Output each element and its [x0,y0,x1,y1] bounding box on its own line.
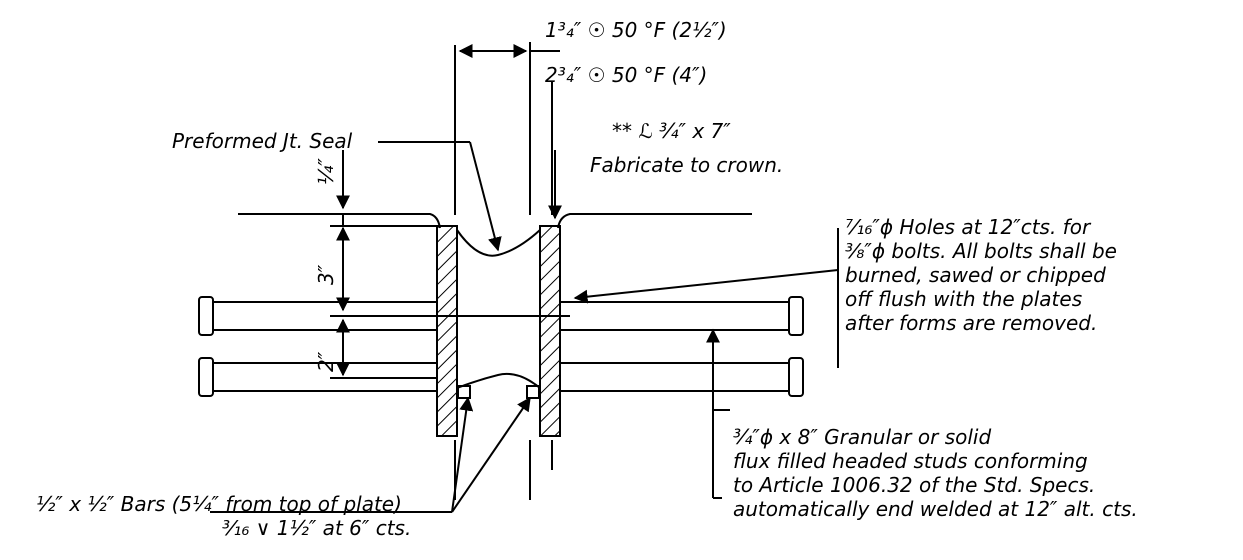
seal-label: Preformed Jt. Seal [172,129,353,153]
steel-plate-right [539,225,561,437]
studs-note-line: flux filled headed studs conforming [733,449,1088,473]
bars-leader [451,396,474,513]
dim-2in-label: 2″ [314,351,338,372]
stud-head-left-top [198,296,214,336]
studs-note-line: to Article 1006.32 of the Std. Specs. [733,473,1096,497]
bars-note-line: ³⁄₁₆ ∨ 1½″ at 6″ cts. [222,516,412,540]
bars-note: ½″ x ½″ Bars (5¼″ from top of plate) ³⁄₁… [36,492,411,540]
studs-note-line: ¾″ϕ x 8″ Granular or solid [733,425,992,449]
stud-head-right-top [788,296,804,336]
stud-head-left-bottom [198,357,214,397]
bar-right [526,385,540,399]
holes-note: ⁷⁄₁₆″ϕ Holes at 12″cts. for ³⁄₈″ϕ bolts.… [845,215,1117,335]
plate-label-1: ** ℒ ¾″ x 7″ [612,119,731,143]
opening-dim-a: 1³₄″ ☉ 50 °F (2½″) [545,18,727,42]
studs-note-line: automatically end welded at 12″ alt. cts… [733,497,1138,521]
plate-label-2: Fabricate to crown. [590,153,783,177]
holes-note-line: off flush with the plates [845,287,1083,311]
opening-dim-b: 2³₄″ ☉ 50 °F (4″) [545,63,707,87]
holes-leader [573,269,839,304]
dim-quarter-label: ¼″ [314,158,338,185]
preformed-joint-seal [456,226,541,391]
bars-note-line: ½″ x ½″ Bars (5¼″ from top of plate) [36,492,402,516]
steel-plate-left [436,225,458,437]
holes-note-line: ⁷⁄₁₆″ϕ Holes at 12″cts. for [845,215,1091,239]
dim-3in-label: 3″ [314,264,338,285]
studs-note: ¾″ϕ x 8″ Granular or solid flux filled h… [733,425,1138,521]
deck-right-surface [557,213,752,229]
holes-note-line: ³⁄₈″ϕ bolts. All bolts shall be [845,239,1117,263]
holes-note-line: after forms are removed. [845,311,1098,335]
holes-note-line: burned, sawed or chipped [845,263,1106,287]
stud-head-right-bottom [788,357,804,397]
